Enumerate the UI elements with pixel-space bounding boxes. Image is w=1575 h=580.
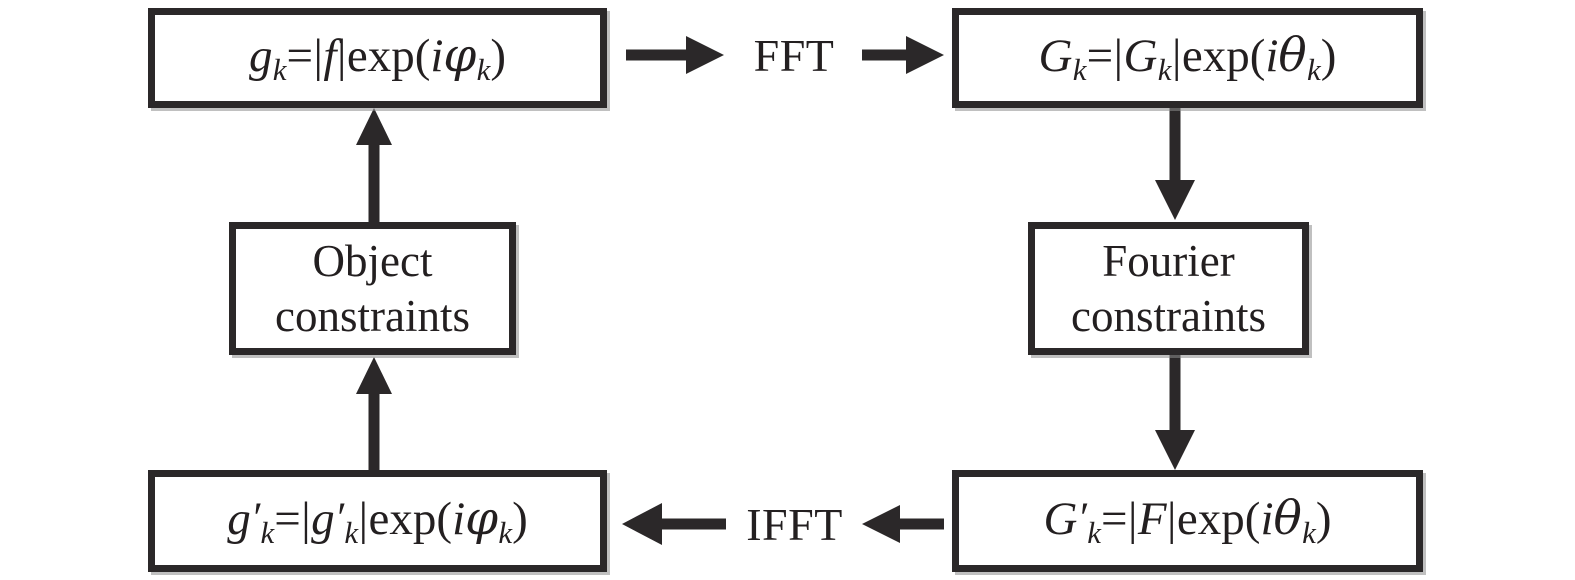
object-constraints-line-2: constraints [275, 290, 470, 341]
arrow-fft-right-segment [862, 36, 944, 74]
node-object-constraints: Object constraints [229, 222, 516, 355]
arrow-label-fft: FFT [753, 30, 835, 81]
object-constraints-line-1: Object [312, 235, 433, 286]
arrow-ifft-right-segment [862, 505, 944, 543]
arrow-bottom-left-to-object [356, 357, 392, 470]
formula-g-prime-k: g′k=|g′k|exp(i𝜑k) [227, 492, 528, 550]
arrow-top-right-to-fourier [1155, 108, 1195, 220]
node-g-k: gk=|f|exp(i𝜑k) [148, 8, 607, 108]
formula-G-prime-k: G′k=|F|exp(i𝜃k) [1043, 492, 1332, 550]
arrow-label-ifft: IFFT [746, 499, 843, 550]
node-G-prime-k: G′k=|F|exp(i𝜃k) [952, 470, 1423, 572]
fourier-constraints-line-1: Fourier [1102, 235, 1235, 286]
fourier-constraints-line-2: constraints [1071, 290, 1266, 341]
formula-G-k: Gk=|Gk|exp(i𝜃k) [1038, 29, 1337, 87]
node-fourier-constraints: Fourier constraints [1028, 222, 1309, 355]
arrow-fourier-to-bottom-right [1155, 355, 1195, 470]
arrow-fft-left-segment [626, 36, 724, 74]
node-g-prime-k: g′k=|g′k|exp(i𝜑k) [148, 470, 607, 572]
node-G-k: Gk=|Gk|exp(i𝜃k) [952, 8, 1423, 108]
arrow-ifft-left-segment [622, 503, 726, 545]
formula-g-k: gk=|f|exp(i𝜑k) [248, 29, 507, 87]
arrow-object-to-top-left [356, 108, 392, 222]
